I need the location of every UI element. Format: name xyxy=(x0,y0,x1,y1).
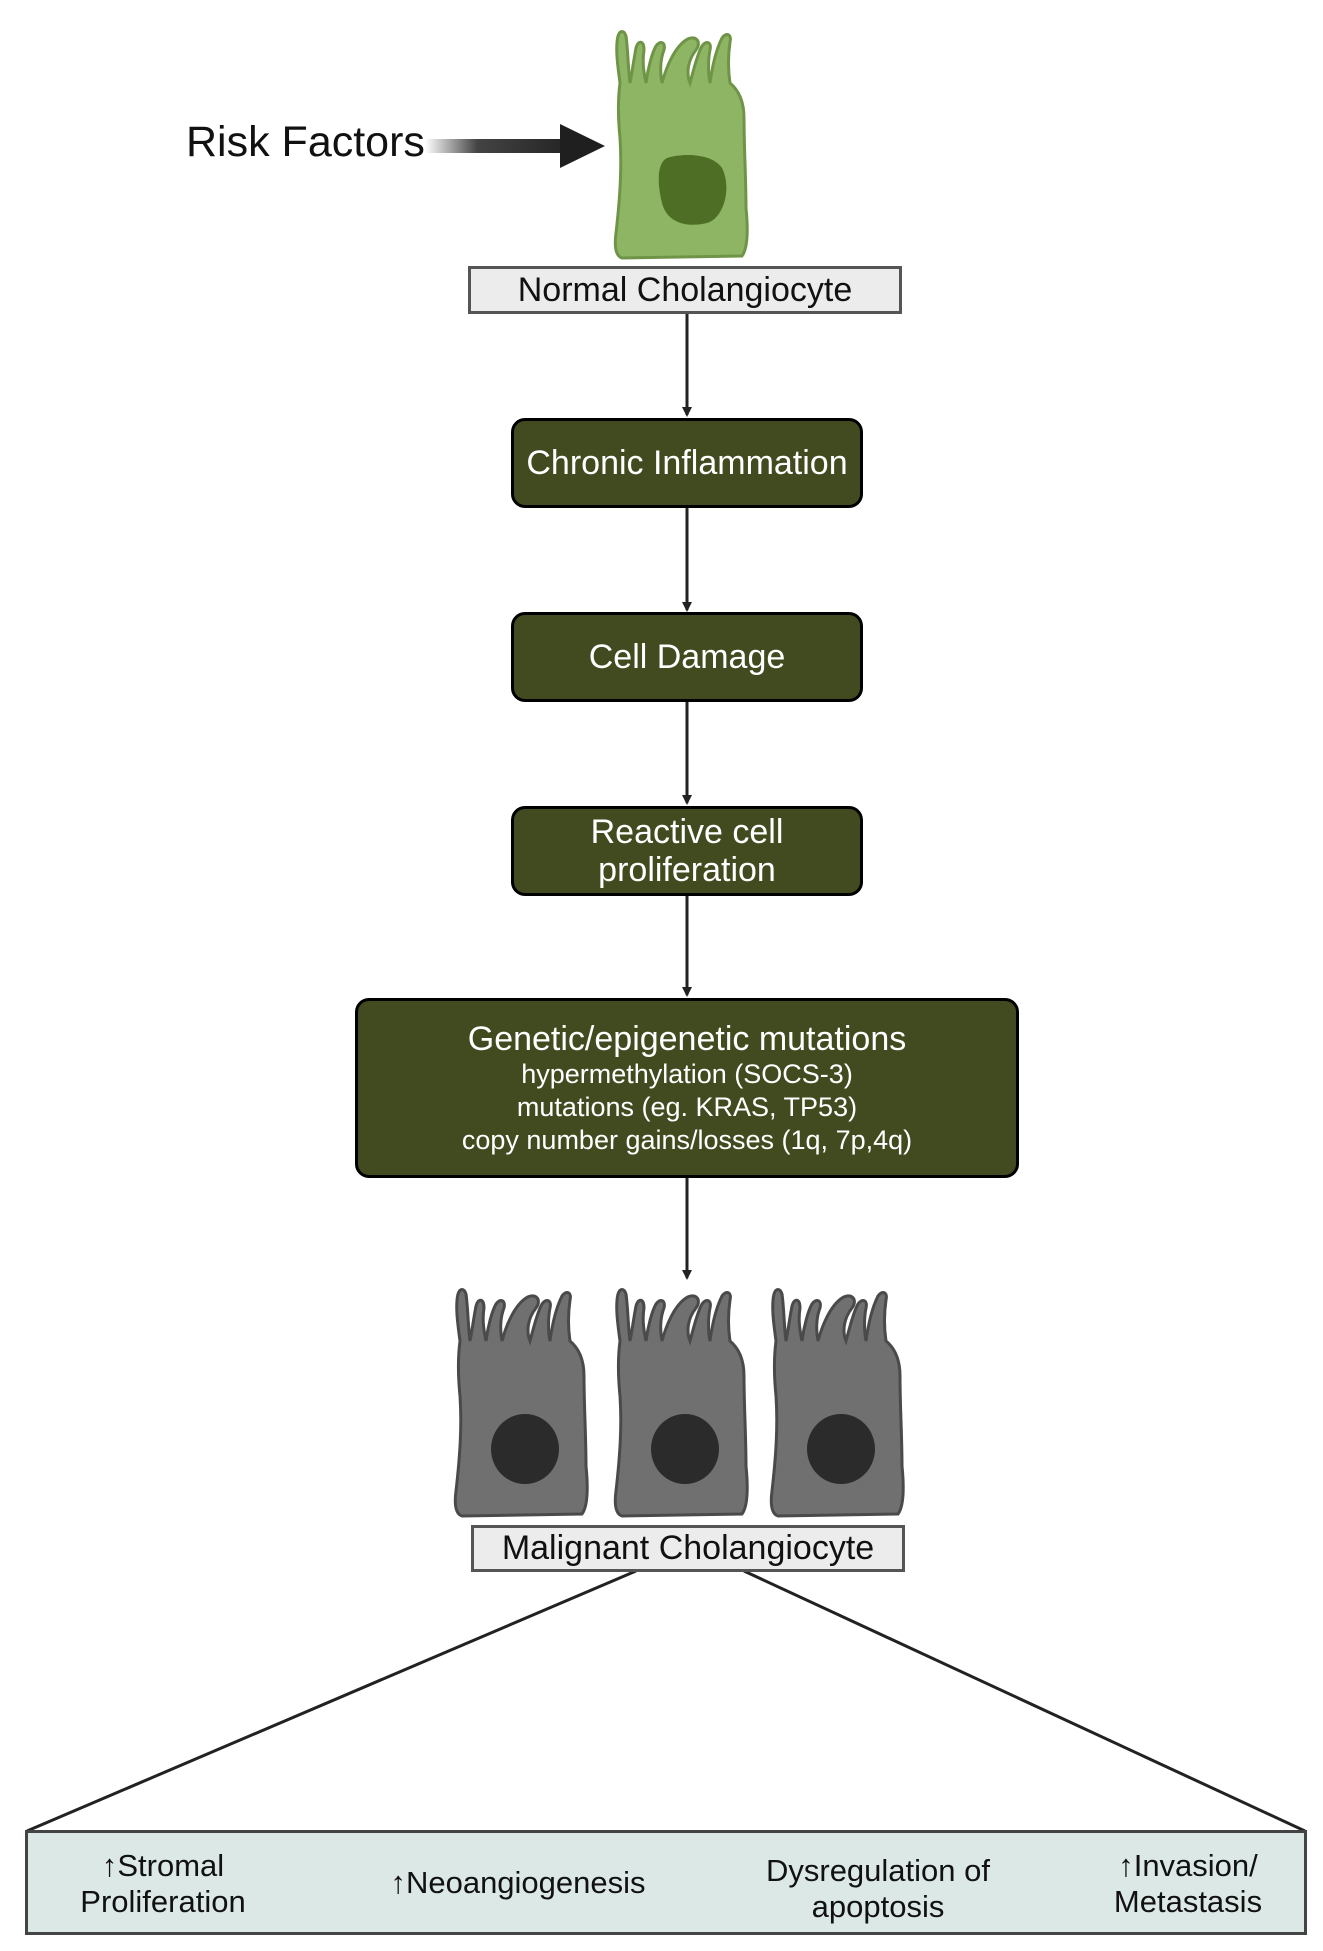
risk-factors-label: Risk Factors xyxy=(186,118,425,166)
outcome-neoangiogenesis: ↑Neoangiogenesis xyxy=(390,1865,646,1900)
normal-cholangiocyte-icon xyxy=(613,30,749,260)
step-title: Cell Damage xyxy=(588,638,786,676)
step-chronic-inflammation: Chronic Inflammation xyxy=(511,418,863,508)
risk-arrow-icon xyxy=(425,124,605,168)
malignant-cholangiocyte-label: Malignant Cholangiocyte xyxy=(471,1525,905,1572)
step-cell-damage: Cell Damage xyxy=(511,612,863,702)
step-title: Reactive cell xyxy=(590,813,784,851)
outcome-invasion-metastasis: ↑Invasion/ Metastasis xyxy=(1113,1848,1263,1919)
outcome-stromal-proliferation: ↑Stromal Proliferation xyxy=(80,1848,246,1919)
normal-cholangiocyte-label: Normal Cholangiocyte xyxy=(468,266,902,314)
outcomes-panel: ↑Stromal Proliferation ↑Neoangiogenesis … xyxy=(25,1830,1307,1935)
malignant-cholangiocyte-icon xyxy=(453,1288,905,1518)
step-reactive-proliferation: Reactive cell proliferation xyxy=(511,806,863,896)
fan-connector xyxy=(26,1569,1306,1833)
step-genetic-mutations: Genetic/epigenetic mutations hypermethyl… xyxy=(355,998,1019,1178)
mutation-line: hypermethylation (SOCS-3) xyxy=(521,1058,853,1089)
nucleus-icon xyxy=(658,155,727,225)
mutation-line: copy number gains/losses (1q, 7p,4q) xyxy=(461,1124,913,1155)
step-title-line2: proliferation xyxy=(598,851,776,889)
mutation-line: mutations (eg. KRAS, TP53) xyxy=(516,1091,858,1122)
step-title: Chronic Inflammation xyxy=(526,444,848,482)
step-title: Genetic/epigenetic mutations xyxy=(467,1019,907,1058)
outcome-apoptosis-dysregulation: Dysregulation of apoptosis xyxy=(765,1853,990,1924)
